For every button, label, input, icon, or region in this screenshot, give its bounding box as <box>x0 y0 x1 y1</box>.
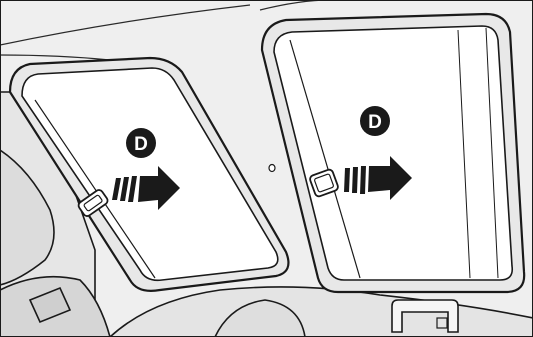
callout-left: D <box>126 128 156 158</box>
callout-letter: D <box>368 112 382 133</box>
callout-right: D <box>360 106 390 136</box>
callout-letter: D <box>134 134 148 155</box>
roof-sensor-dot <box>269 165 275 172</box>
